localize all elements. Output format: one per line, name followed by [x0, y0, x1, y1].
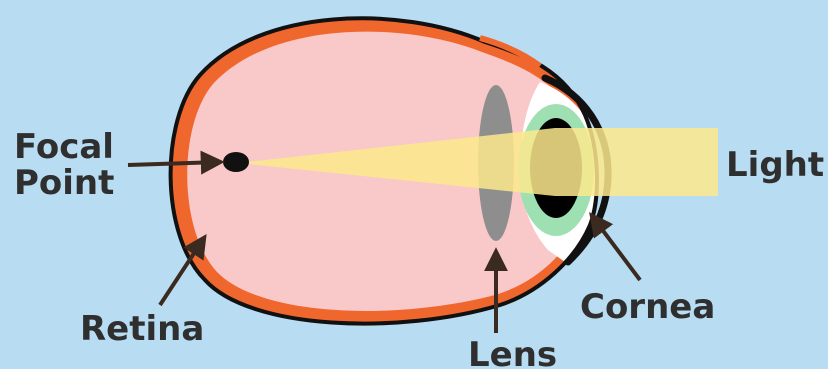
focal-point-dot — [223, 152, 249, 172]
cornea-arrow — [592, 216, 640, 280]
retina-label: Retina — [80, 309, 204, 349]
focal-point-label-line2: Point — [14, 163, 114, 203]
cornea-label: Cornea — [580, 287, 715, 327]
lens-label: Lens — [468, 335, 557, 369]
focal-point-label-line1: Focal — [14, 127, 114, 167]
light-label: Light — [726, 145, 824, 185]
